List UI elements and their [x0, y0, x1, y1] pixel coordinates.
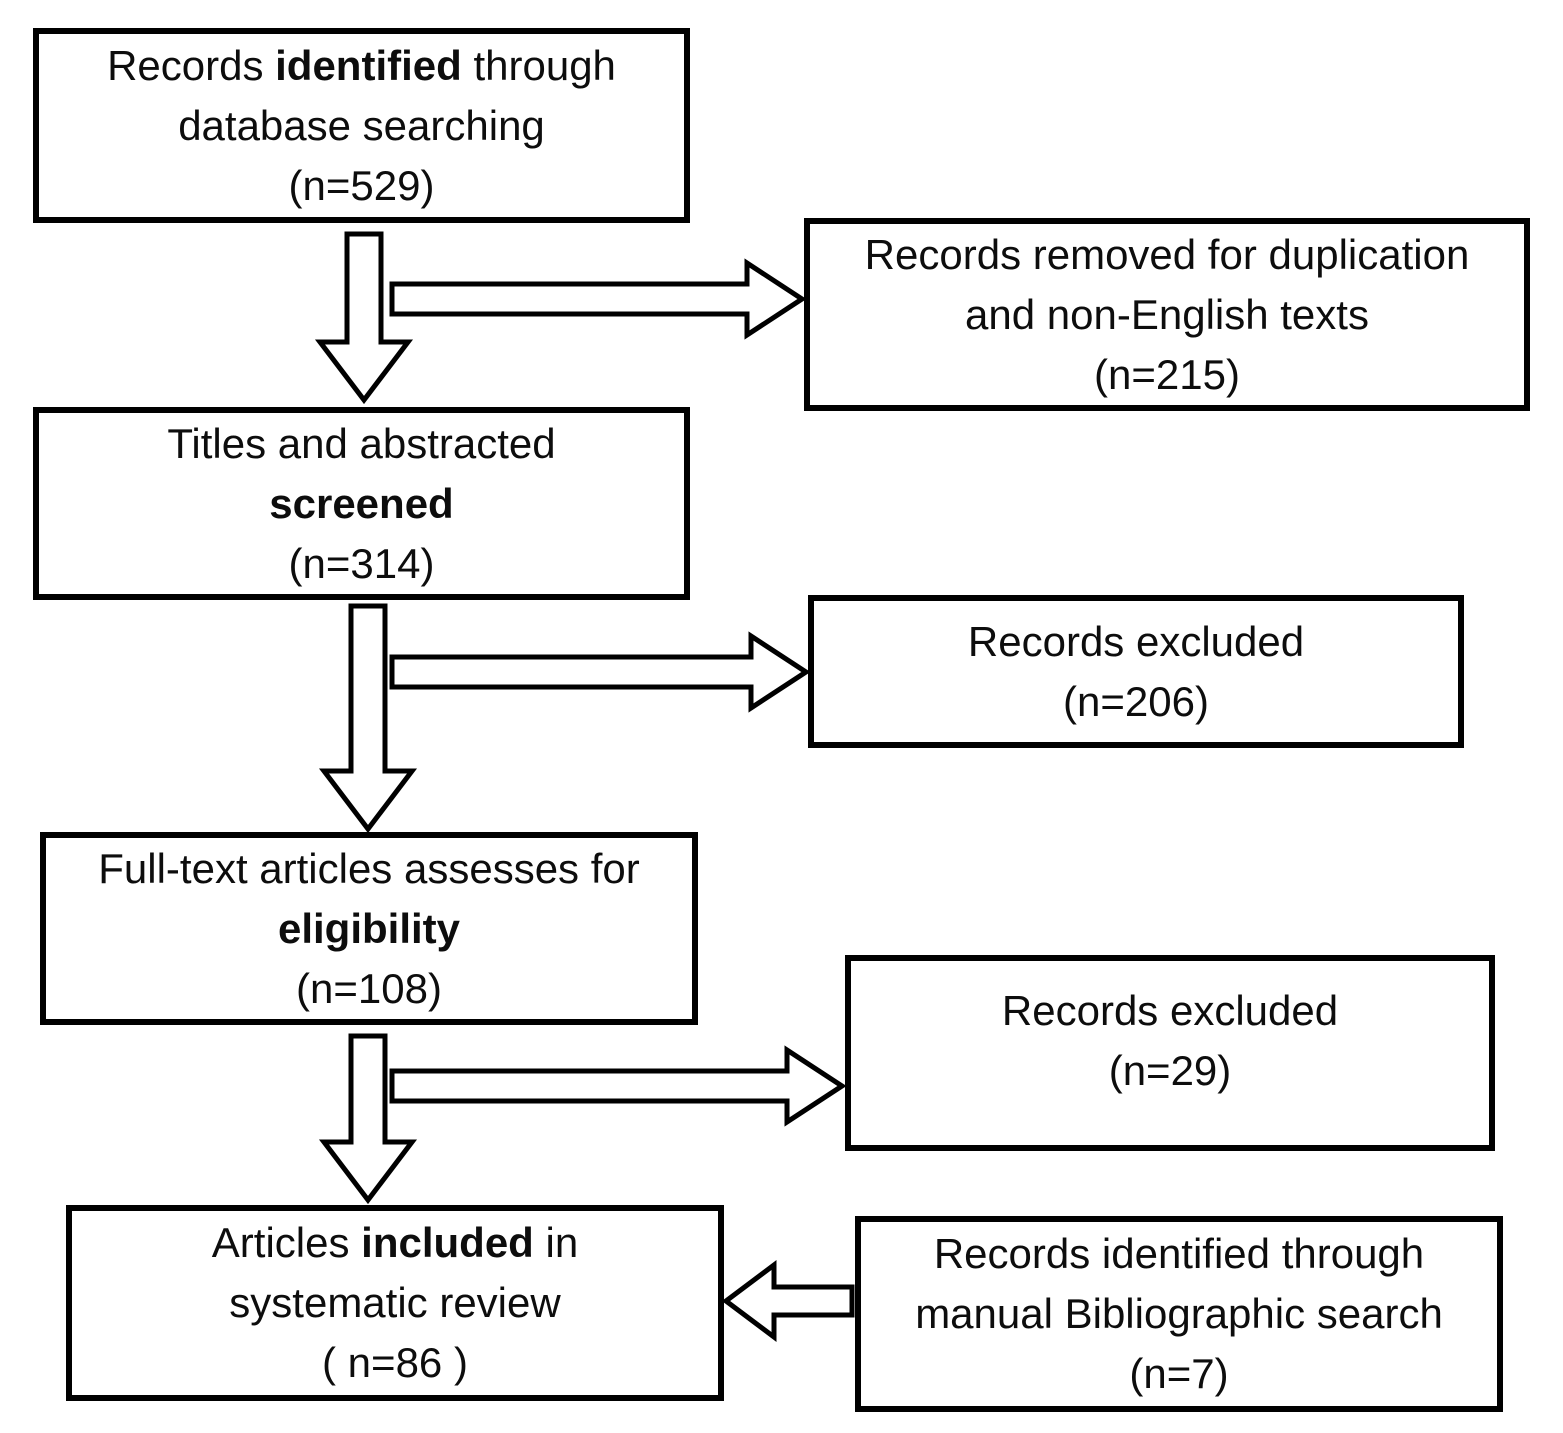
text-segment: Records	[107, 41, 276, 89]
box-count: (n=108)	[296, 964, 442, 1012]
arrow-down-screened-to-eligibility	[318, 603, 418, 834]
flow-box-manual-bibliographic-search: Records identified through manual Biblio…	[855, 1216, 1503, 1412]
box-count: (n=206)	[1063, 677, 1209, 725]
flow-box-fulltext-eligibility: Full-text articles assesses for eligibil…	[40, 832, 698, 1025]
text-segment: in	[533, 1219, 579, 1266]
box-text-line: and non-English texts	[965, 290, 1369, 338]
box-text-line: Records removed for duplication	[864, 230, 1470, 278]
box-count: (n=7)	[1129, 1350, 1229, 1397]
box-text-line-bold: eligibility	[277, 904, 461, 952]
flow-box-records-identified: Records identified through database sear…	[33, 28, 690, 223]
flow-box-duplicates-removed: Records removed for duplication and non-…	[804, 218, 1530, 411]
flow-box-records-excluded-eligibility: Records excluded (n=29)	[845, 955, 1495, 1151]
text-segment: Articles	[211, 1219, 362, 1266]
box-count: ( n=86 )	[322, 1339, 468, 1386]
arrow-down-identified-to-screened	[314, 231, 414, 405]
box-text-line: manual Bibliographic search	[915, 1290, 1443, 1337]
box-text-line: Articles included in	[212, 1213, 578, 1273]
box-text-line-bold: screened	[269, 479, 454, 527]
box-text-line: Titles and abstracted	[167, 419, 556, 467]
arrow-down-eligibility-to-included	[318, 1033, 418, 1205]
box-count: (n=215)	[1094, 350, 1240, 398]
box-text-line: Records excluded	[1001, 987, 1339, 1034]
text-segment-bold: identified	[275, 41, 462, 89]
box-count: (n=29)	[1108, 1047, 1232, 1094]
box-count: (n=529)	[288, 161, 435, 209]
flow-box-articles-included: Articles included in systematic review (…	[66, 1205, 724, 1401]
flow-box-screened: Titles and abstracted screened (n=314)	[33, 407, 690, 600]
box-text-line: systematic review	[229, 1279, 561, 1326]
box-count: (n=314)	[288, 539, 435, 587]
box-text-line: database searching	[178, 101, 545, 149]
flow-box-records-excluded-screening: Records excluded (n=206)	[808, 595, 1464, 748]
text-segment-bold: included	[361, 1219, 534, 1266]
box-text-line: Records identified through	[107, 36, 616, 96]
arrow-right-identified-to-duplicates-removed	[389, 258, 807, 340]
box-text-line: Records excluded	[967, 617, 1305, 665]
arrow-left-manual-search-to-included	[721, 1260, 855, 1342]
arrow-right-eligibility-to-excluded	[389, 1045, 847, 1127]
arrow-right-screened-to-excluded	[389, 631, 811, 713]
text-segment: through	[461, 41, 616, 89]
box-text-line: Records identified through	[933, 1230, 1425, 1277]
box-text-line: Full-text articles assesses for	[98, 844, 640, 892]
